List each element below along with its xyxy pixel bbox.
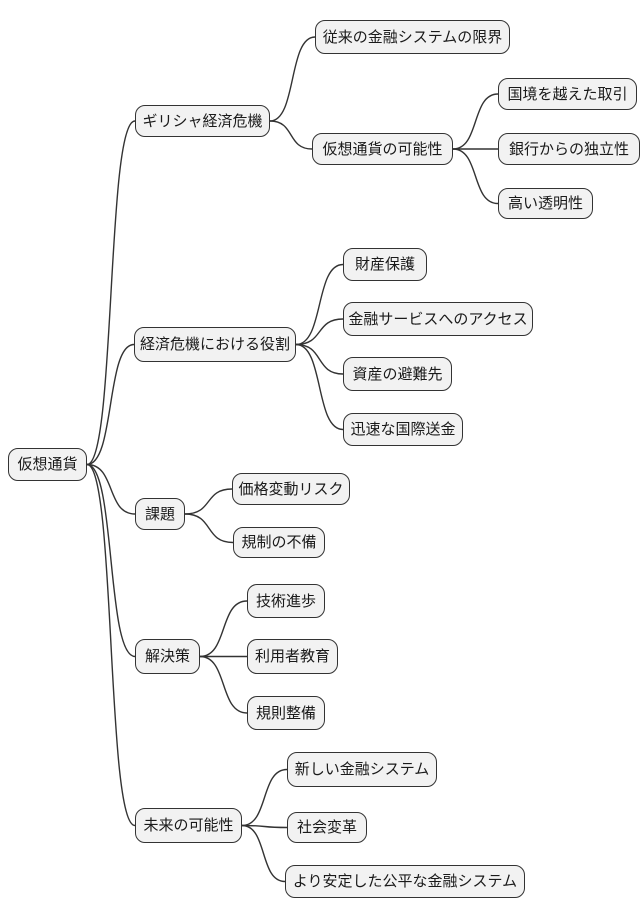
edge-future-potential-to-stable-fair-system <box>241 824 286 883</box>
mindmap-node-future-potential: 未来の可能性 <box>135 808 242 843</box>
edge-crisis-role-to-financial-access <box>295 318 344 346</box>
edge-root-to-greek-crisis <box>86 120 136 466</box>
edge-challenges-to-price-volatility <box>184 488 233 515</box>
edge-crisis-role-to-asset-protection <box>295 263 344 346</box>
edge-crypto-potential-to-high-transparency <box>452 148 499 205</box>
edge-future-potential-to-new-financial-system <box>241 768 288 827</box>
edge-solutions-to-rule-development <box>199 655 248 714</box>
edge-greek-crisis-to-traditional-limits <box>269 36 316 122</box>
mindmap-node-stable-fair-system: より安定した公平な金融システム <box>285 865 525 898</box>
mindmap-node-bank-independence: 銀行からの独立性 <box>498 133 640 165</box>
edge-crisis-role-to-fast-remittance <box>295 343 344 431</box>
mindmap-node-crypto-potential: 仮想通貨の可能性 <box>312 133 453 165</box>
mindmap-node-asset-refuge: 資産の避難先 <box>343 357 452 391</box>
mindmap-node-fast-remittance: 迅速な国際送金 <box>343 413 463 446</box>
mindmap-node-financial-access: 金融サービスへのアクセス <box>343 302 533 336</box>
mindmap-node-tech-progress: 技術進歩 <box>247 584 325 618</box>
edge-solutions-to-tech-progress <box>199 600 248 658</box>
edge-root-to-challenges <box>86 463 136 515</box>
edge-crypto-potential-to-cross-border-trade <box>452 93 499 150</box>
mindmap-node-rule-development: 規則整備 <box>247 696 325 730</box>
mindmap-node-traditional-limits: 従来の金融システムの限界 <box>315 20 510 54</box>
edge-root-to-crisis-role <box>86 343 135 466</box>
mindmap-node-greek-crisis: ギリシャ経済危機 <box>135 105 270 137</box>
mindmap-node-social-change: 社会変革 <box>287 812 367 843</box>
mindmap-node-crisis-role: 経済危機における役割 <box>134 327 296 362</box>
mindmap-node-regulation-gap: 規制の不備 <box>233 527 325 558</box>
mindmap-node-solutions: 解決策 <box>135 639 200 674</box>
mindmap-node-cross-border-trade: 国境を越えた取引 <box>498 78 637 110</box>
edge-greek-crisis-to-crypto-potential <box>269 120 313 150</box>
mindmap-node-price-volatility: 価格変動リスク <box>232 473 350 505</box>
edge-root-to-future-potential <box>86 463 136 827</box>
mindmap-node-user-education: 利用者教育 <box>247 639 338 674</box>
mindmap-node-high-transparency: 高い透明性 <box>498 188 593 219</box>
edge-crisis-role-to-asset-refuge <box>295 343 344 375</box>
mindmap-node-asset-protection: 財産保護 <box>343 248 427 281</box>
mindmap-node-new-financial-system: 新しい金融システム <box>287 752 437 787</box>
edge-root-to-solutions <box>86 463 136 658</box>
edge-future-potential-to-social-change <box>241 824 288 829</box>
edge-challenges-to-regulation-gap <box>184 513 234 544</box>
mindmap-node-root: 仮想通貨 <box>8 448 87 481</box>
mindmap-node-challenges: 課題 <box>135 498 185 530</box>
